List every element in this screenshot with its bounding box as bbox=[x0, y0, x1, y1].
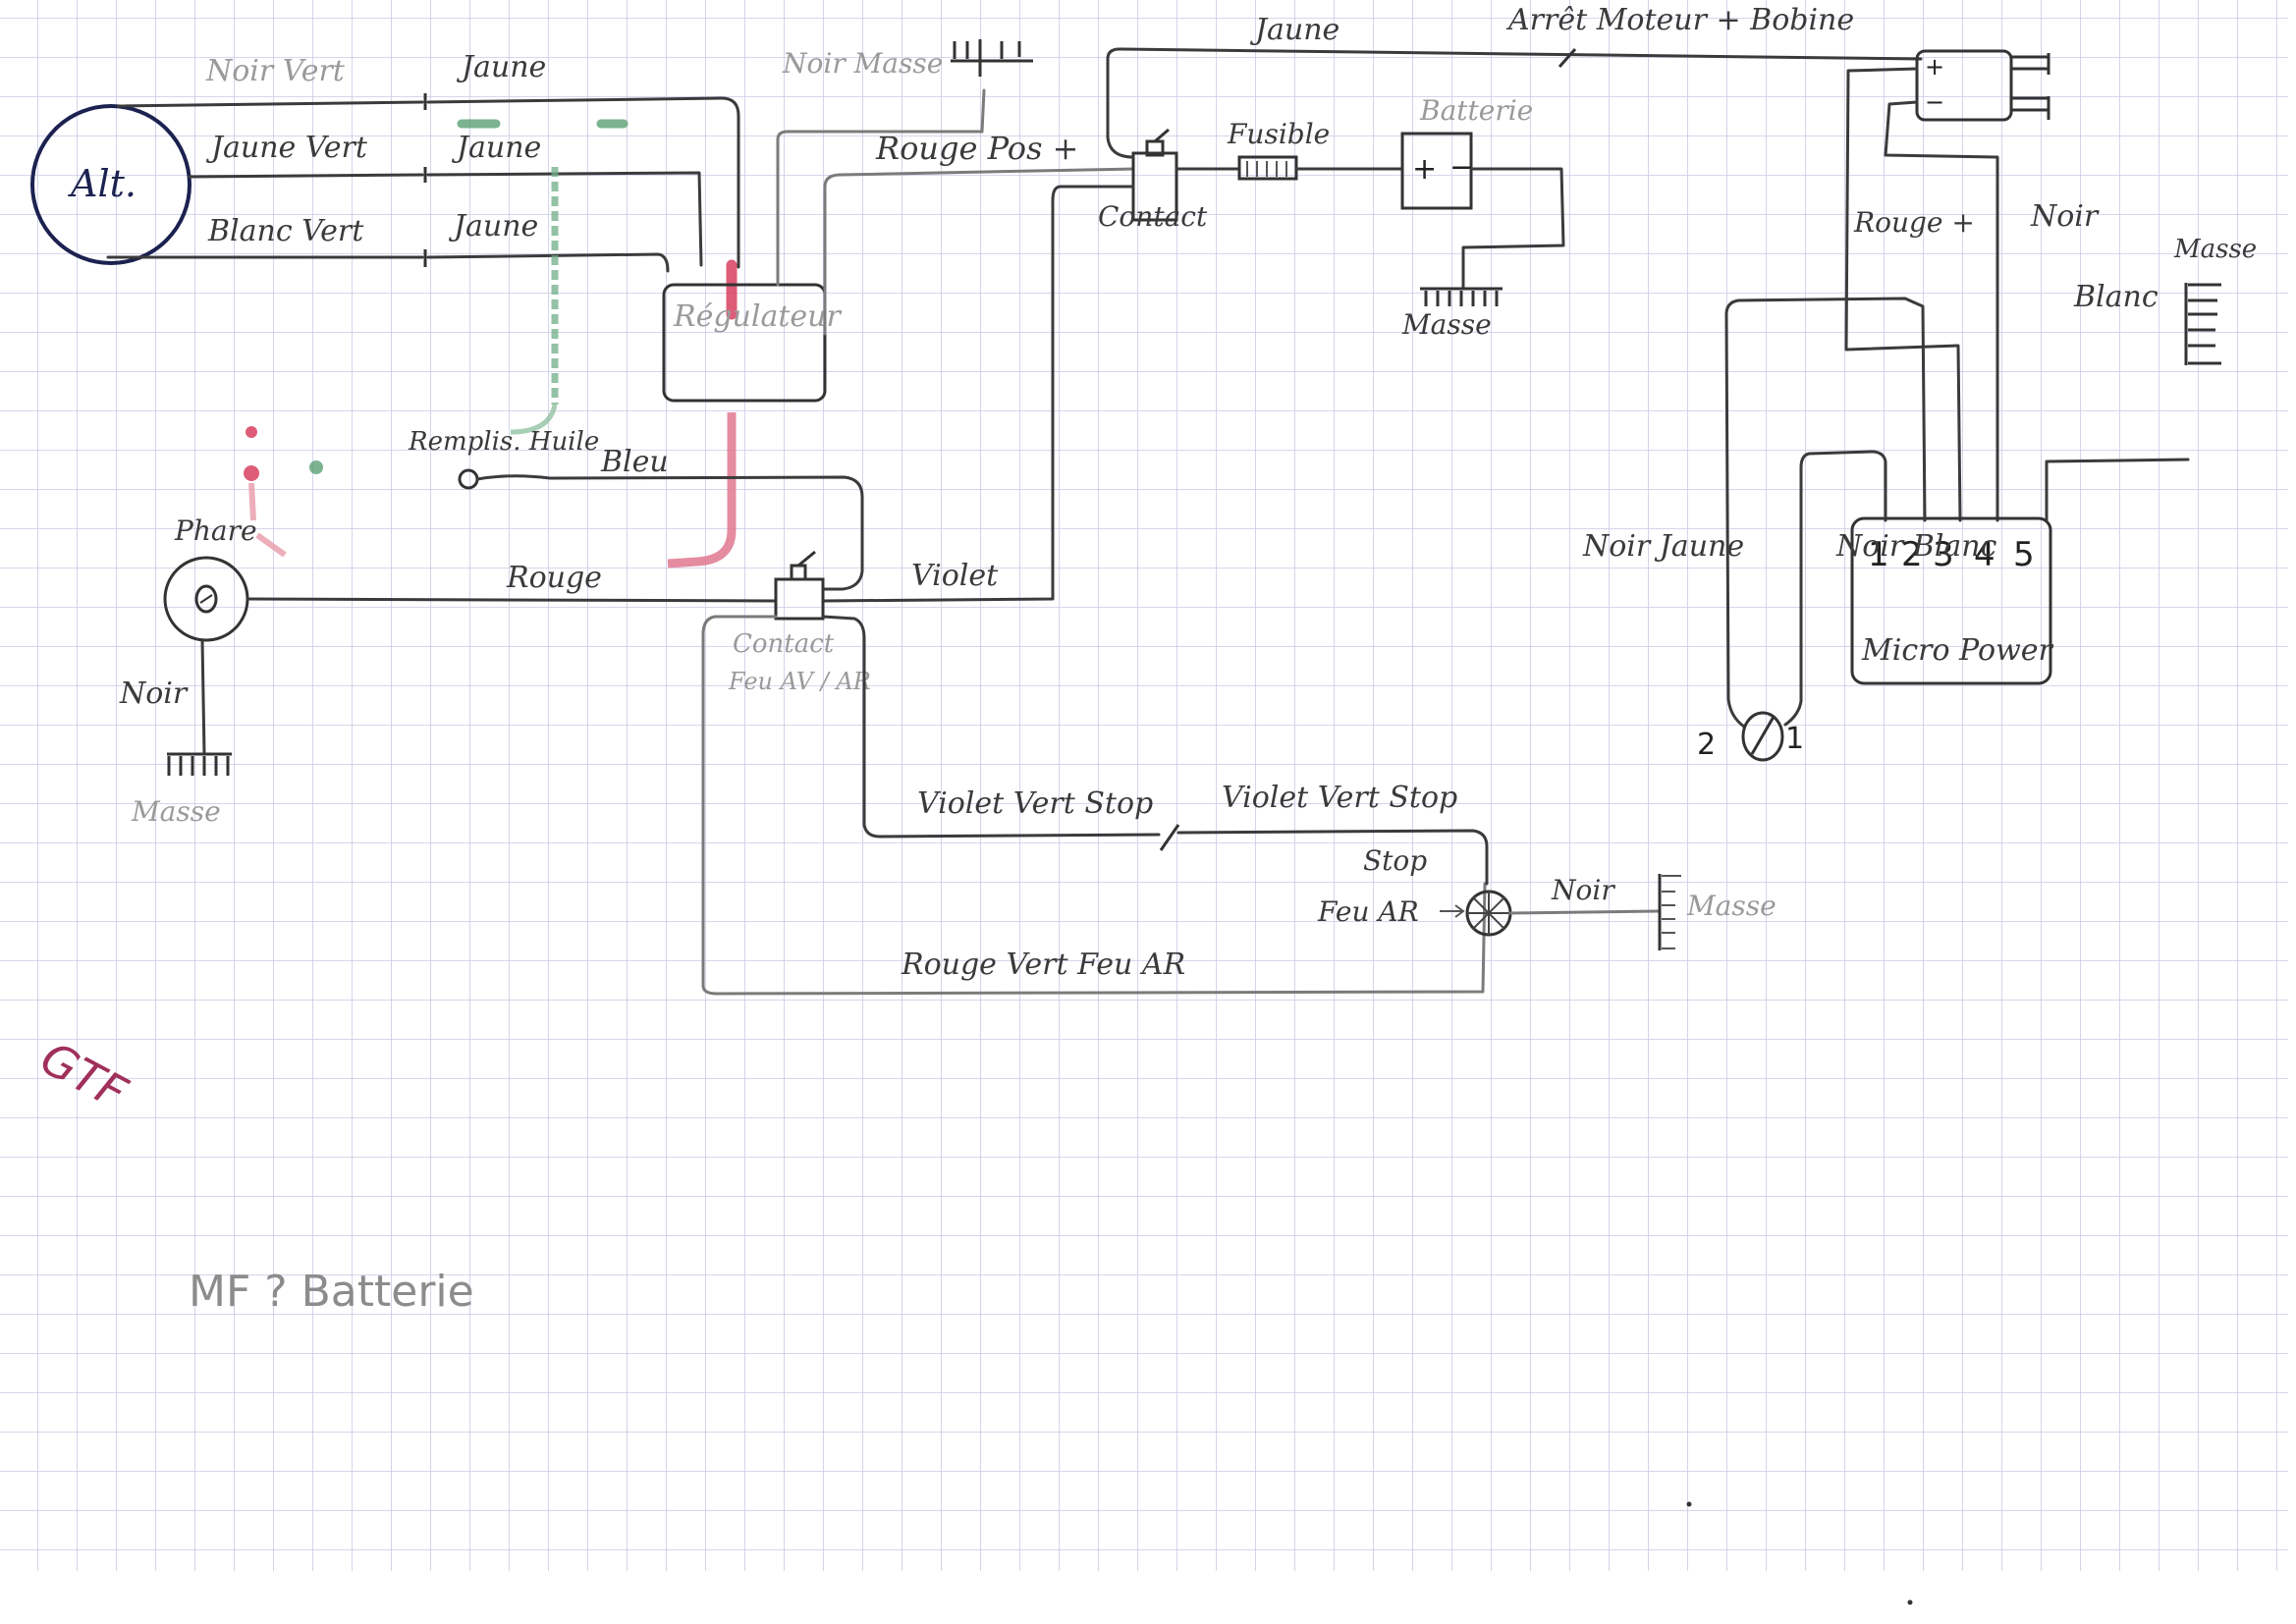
wire-label-noir-blanc: Noir Blanc bbox=[1835, 529, 1997, 564]
oil-sensor: Remplis. Huile bbox=[408, 427, 599, 490]
battery-label: Batterie bbox=[1419, 94, 1533, 127]
alternator: Alt. bbox=[30, 104, 191, 265]
battery: + − Batterie bbox=[1400, 94, 1533, 210]
wire-label-jaune-vert: Jaune Vert bbox=[205, 131, 368, 165]
ground-symbol-battery: Masse bbox=[1401, 287, 1503, 341]
phare-ground-label: Masse bbox=[131, 795, 221, 828]
wire-label-arret-moteur: Arrêt Moteur + Bobine bbox=[1505, 3, 1854, 37]
wire-blanc bbox=[2045, 458, 2190, 522]
wire-jaune-top bbox=[1106, 47, 1923, 159]
ground-symbol-phare: Masse bbox=[131, 752, 232, 828]
rear-light: Stop Feu AR bbox=[1317, 844, 1512, 937]
rear-ground-label: Masse bbox=[1686, 890, 1777, 922]
oil-sensor-label: Remplis. Huile bbox=[408, 427, 599, 457]
graph-grid bbox=[0, 0, 2288, 1571]
headlight-label: Phare bbox=[174, 514, 257, 547]
battery-note: MF ? Batterie bbox=[189, 1267, 474, 1317]
cdi-pin-2: 2 bbox=[1901, 535, 1923, 574]
wire-alt-3 bbox=[106, 252, 670, 273]
wire-label-phare-noir: Noir bbox=[119, 677, 189, 711]
wire-label-jaune-2: Jaune bbox=[451, 131, 541, 165]
wire-rouge bbox=[246, 597, 778, 603]
wire-alt-2 bbox=[188, 171, 703, 267]
lights-contact-sublabel: Feu AV / AR bbox=[728, 668, 871, 695]
wire-noir-masse bbox=[776, 88, 986, 287]
wire-label-noir-jaune: Noir Jaune bbox=[1582, 529, 1744, 564]
wire-noir-jaune bbox=[1724, 297, 1927, 729]
wire-label-rear-noir: Noir bbox=[1551, 874, 1615, 906]
wire-label-violet: Violet bbox=[911, 559, 999, 593]
wire-alt-1 bbox=[116, 96, 740, 269]
coil-plus: + bbox=[1925, 53, 1944, 81]
wire-label-rouge-plus: Rouge + bbox=[1853, 206, 1975, 239]
wire-label-noir-vert: Noir Vert bbox=[205, 54, 346, 88]
regulator: Régulateur bbox=[662, 283, 842, 403]
fuse-label: Fusible bbox=[1227, 118, 1330, 150]
rear-light-label: Feu AR bbox=[1317, 895, 1419, 928]
lights-contact-label: Contact bbox=[733, 629, 835, 659]
ground-symbol-cdi: Masse bbox=[2173, 235, 2257, 365]
wire-phare-noir bbox=[200, 638, 206, 756]
alternator-label: Alt. bbox=[68, 162, 137, 205]
wire-label-violet-vert-stop-1: Violet Vert Stop bbox=[917, 786, 1153, 821]
battery-minus: − bbox=[1449, 150, 1474, 185]
battery-ground-label: Masse bbox=[1401, 308, 1492, 341]
wire-cut-mark-top bbox=[1558, 48, 1577, 68]
pickup-terminal-1: 1 bbox=[1785, 722, 1804, 756]
scan-speck bbox=[1686, 1501, 1692, 1507]
wire-rouge-pos bbox=[823, 167, 1135, 336]
wire-noir-blanc bbox=[1783, 450, 1887, 727]
fuse: Fusible bbox=[1227, 118, 1330, 181]
pickup-terminal-2: 2 bbox=[1697, 728, 1716, 762]
wire-label-rouge-vert-feu-ar: Rouge Vert Feu AR bbox=[901, 947, 1185, 982]
rear-light-stop-label: Stop bbox=[1363, 844, 1427, 877]
wire-rouge-vert-feu-ar bbox=[701, 615, 1487, 996]
lights-contact-switch: Contact Feu AV / AR bbox=[728, 550, 871, 695]
cdi-pin-5: 5 bbox=[2013, 535, 2035, 574]
ground-symbol-regulator bbox=[951, 39, 1033, 77]
cdi-ground-label: Masse bbox=[2173, 235, 2257, 264]
wire-bleu bbox=[475, 474, 864, 591]
wire-rear-noir bbox=[1508, 909, 1660, 915]
wire-violet bbox=[821, 185, 1135, 603]
ground-symbol-rear: Masse bbox=[1658, 874, 1777, 950]
wire-cut-mark-stop bbox=[1159, 824, 1180, 851]
wire-label-rouge-pos: Rouge Pos + bbox=[875, 130, 1078, 167]
cdi-pin-4: 4 bbox=[1974, 535, 1995, 574]
wire-label-violet-vert-stop-2: Violet Vert Stop bbox=[1222, 781, 1457, 815]
ignition-coil: + − bbox=[1915, 49, 2050, 122]
wire-label-blanc-vert: Blanc Vert bbox=[207, 214, 364, 248]
wire-battery-ground bbox=[1461, 167, 1565, 289]
wire-label-noir: Noir bbox=[2030, 199, 2100, 234]
wire-label-jaune-3: Jaune bbox=[448, 209, 538, 244]
wire-label-blanc: Blanc bbox=[2073, 280, 2159, 314]
cdi-pin-1: 1 bbox=[1868, 535, 1889, 574]
wire-violet-vert-stop bbox=[821, 615, 1489, 886]
wire-label-noir-masse: Noir Masse bbox=[782, 47, 943, 80]
cdi-pin-3: 3 bbox=[1933, 535, 1954, 574]
cdi-module: 1 2 3 4 5 Micro Power bbox=[1850, 516, 2054, 685]
red-marker-traces bbox=[244, 259, 738, 568]
coil-minus: − bbox=[1925, 88, 1944, 116]
rear-light-arrow bbox=[1440, 904, 1465, 918]
wire-label-jaune-top: Jaune bbox=[1249, 13, 1339, 47]
scan-speck bbox=[1907, 1599, 1913, 1605]
wire-label-jaune-1: Jaune bbox=[456, 50, 546, 84]
battery-plus: + bbox=[1412, 152, 1437, 187]
wire-label-bleu: Bleu bbox=[600, 445, 669, 479]
wire-rouge-plus bbox=[1844, 67, 1962, 522]
paper-bottom-margin bbox=[0, 1571, 2296, 1624]
headlight: Phare bbox=[163, 514, 257, 642]
pickup-coil: 2 1 bbox=[1697, 711, 1804, 762]
regulator-label: Régulateur bbox=[673, 299, 842, 334]
cdi-module-label: Micro Power bbox=[1861, 633, 2054, 668]
wire-label-rouge: Rouge bbox=[506, 561, 602, 595]
main-contact-label: Contact bbox=[1098, 200, 1208, 233]
wire-noir bbox=[1884, 100, 1999, 522]
green-marker-traces bbox=[309, 119, 629, 474]
